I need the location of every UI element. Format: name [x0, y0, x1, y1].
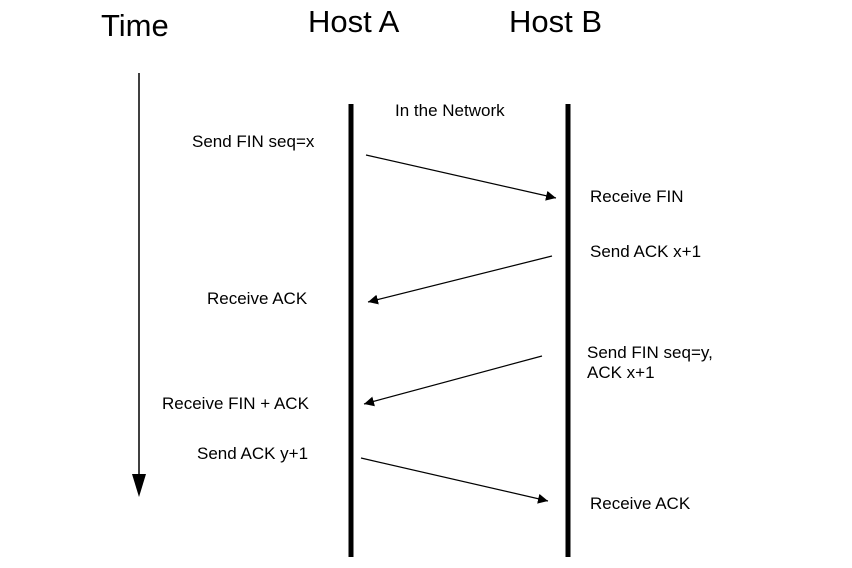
host-b-header: Host B [509, 4, 603, 39]
host-a-header: Host A [308, 4, 400, 39]
host-b-event-send-fin-ack: Send FIN seq=y, ACK x+1 [587, 343, 713, 382]
time-axis-arrowhead [132, 474, 146, 497]
host-a-event-send-ack: Send ACK y+1 [197, 444, 309, 463]
host-a-event-send-fin: Send FIN seq=x [192, 132, 315, 151]
message-arrow-ack-b-to-a [367, 255, 553, 305]
message-arrow-fin-a-to-b [365, 154, 557, 201]
message-arrow-ack-a-to-b [360, 457, 549, 504]
host-b-event-send-ack: Send ACK x+1 [590, 242, 702, 261]
host-b-event-receive-ack: Receive ACK [590, 494, 691, 513]
host-b-event-receive-fin: Receive FIN [590, 187, 684, 206]
message-arrow-fin-ack-b-to-a [363, 355, 543, 407]
host-a-event-receive-ack: Receive ACK [207, 289, 308, 308]
time-header: Time [101, 8, 169, 43]
network-label: In the Network [395, 101, 505, 120]
host-a-event-receive-fin-ack: Receive FIN + ACK [162, 394, 309, 413]
